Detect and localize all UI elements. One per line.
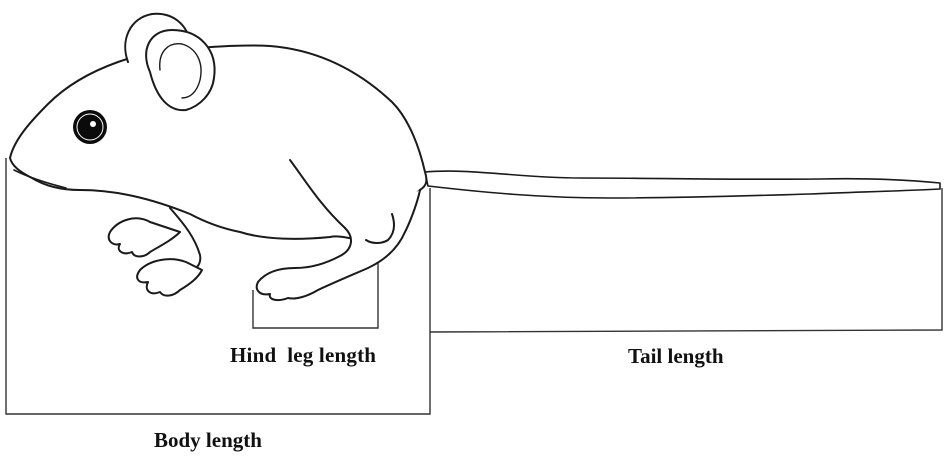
mouse-tail — [425, 171, 940, 198]
mouse-eye — [73, 110, 107, 144]
tail-length-label: Tail length — [628, 346, 724, 367]
mouse-body — [10, 45, 426, 240]
mouse-front-paw-right — [137, 259, 202, 295]
mouse-illustration — [10, 14, 940, 300]
hind-leg-length-label: Hind leg length — [230, 345, 376, 366]
tail-length-bracket — [430, 188, 942, 332]
mouse-front-paw-left — [109, 218, 180, 256]
body-length-label: Body length — [154, 430, 262, 451]
